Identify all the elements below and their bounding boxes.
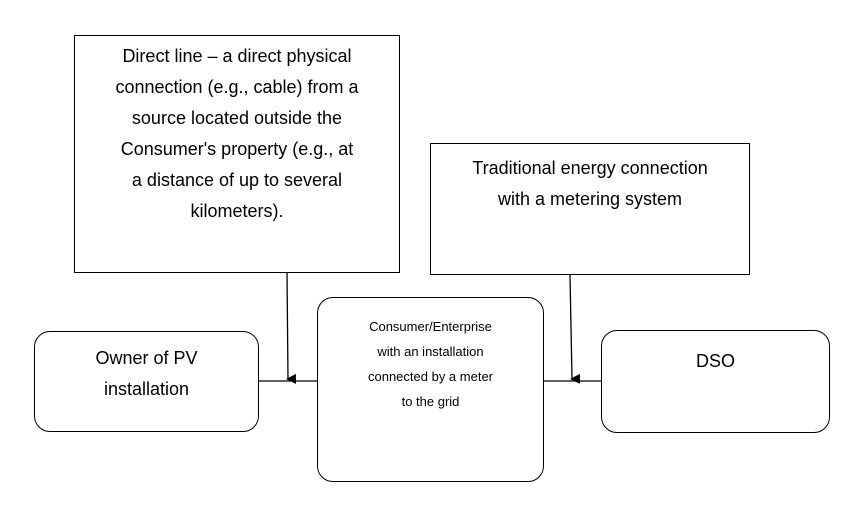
node-label: Consumer/Enterprise: [369, 319, 492, 334]
node-label: installation: [103, 379, 190, 399]
traditional-connection-note: Traditional energy connection with a met…: [430, 143, 750, 275]
note-text-line: Traditional energy connection: [472, 158, 708, 178]
node-label: with an installation: [377, 344, 484, 359]
direct-line-arrow: [286, 272, 297, 384]
note-text-line: connection (e.g., cable) from a: [115, 77, 359, 97]
node-label: connected by a meter: [367, 369, 494, 384]
consumer-node: Consumer/Enterprise with an installation…: [317, 297, 544, 482]
note-text-line: kilometers).: [190, 201, 284, 221]
dso-node: DSO: [601, 330, 830, 433]
traditional-connection-arrow: [569, 274, 581, 384]
node-label: to the grid: [401, 394, 460, 409]
node-label: Owner of PV: [95, 348, 198, 368]
note-text-line: source located outside the: [131, 108, 343, 128]
direct-line-note: Direct line – a direct physical connecti…: [74, 35, 400, 273]
node-label: DSO: [695, 351, 735, 371]
note-text-line: Consumer's property (e.g., at: [120, 139, 354, 159]
note-text-line: Direct line – a direct physical: [122, 46, 352, 66]
pv-owner-node: Owner of PV installation: [34, 331, 259, 432]
note-text-line: with a metering system: [497, 189, 683, 209]
note-text-line: a distance of up to several: [131, 170, 343, 190]
